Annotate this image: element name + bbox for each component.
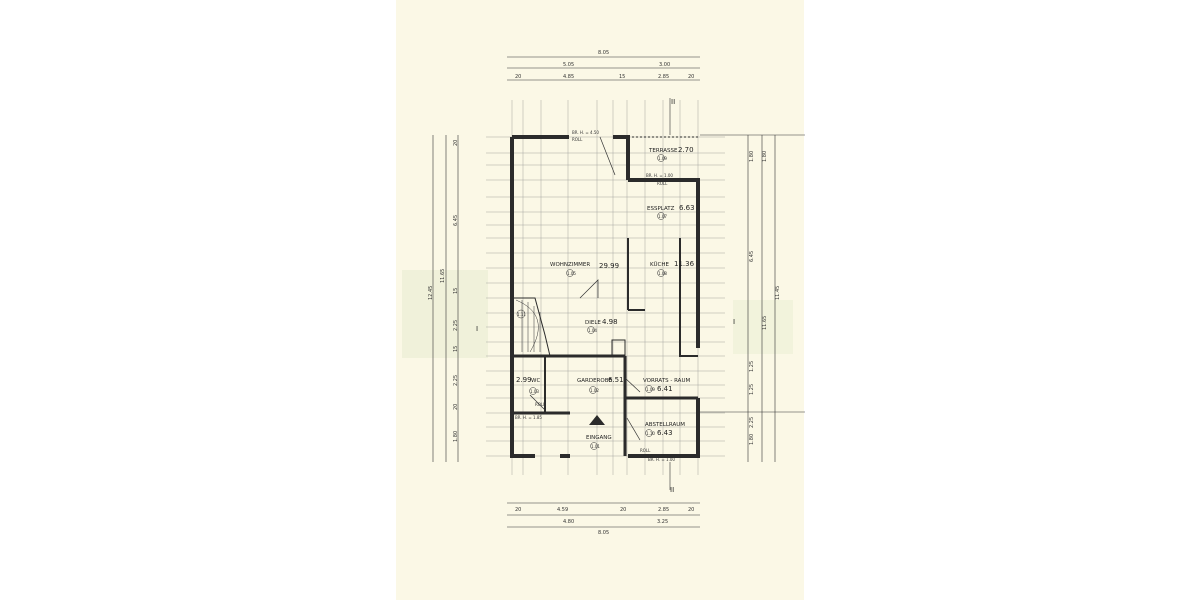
- dim-left-seg-f: 2.25: [453, 375, 459, 386]
- dim-top-r1-b: 3.00: [659, 62, 670, 68]
- room-wohnzimmer-label: WOHNZIMMER: [550, 262, 590, 268]
- dim-bottom-r1-b: 4.59: [557, 507, 568, 513]
- door-swings: [529, 136, 641, 441]
- dim-bottom-r2-a: 4.80: [563, 519, 574, 525]
- dim-bottom-r1-a: 20: [515, 507, 521, 513]
- roll-note-storage: ROLL: [640, 448, 651, 453]
- dim-right-seg-a: 1.80: [749, 151, 755, 162]
- room-terrasse-number-circle: [657, 154, 665, 162]
- room-wohnzimmer-number: 1.05: [567, 271, 576, 276]
- walls: [510, 135, 700, 458]
- room-wohnzimmer-number-circle: [566, 269, 574, 277]
- room-eingang-number-circle: [590, 442, 598, 450]
- dim-right-seg-b: 1.80: [762, 151, 768, 162]
- room-wohnzimmer-area: 29.99: [599, 262, 619, 270]
- room-essplatz-number-circle: [657, 212, 665, 220]
- dim-top-total: 8.05: [598, 50, 609, 56]
- dim-left-total: 11.65: [440, 269, 446, 283]
- room-abstellraum-label: ABSTELLRAUM: [645, 422, 685, 428]
- room-terrasse-area: 2.70: [678, 146, 694, 154]
- room-diele-number: 1.04: [588, 328, 597, 333]
- room-abstellraum-number: 1.10: [646, 431, 655, 436]
- room-vorrat-number: 1.09: [646, 387, 655, 392]
- dim-right-total: 11.45: [775, 286, 781, 300]
- room-vorrat-area: 6.41: [657, 385, 673, 393]
- room-kueche-label: KÜCHE: [650, 261, 669, 268]
- dim-left-seg-c: 15: [453, 288, 459, 294]
- window-note-wc: BR. H. = 1.85: [515, 415, 542, 420]
- entrance-arrow: [589, 415, 605, 425]
- section-mark-right: I: [733, 318, 735, 326]
- dim-top-r2-a: 20: [515, 74, 521, 80]
- roll-note-terrace: ROLL: [657, 181, 668, 186]
- room-essplatz-number: 1.07: [658, 214, 667, 219]
- dim-bottom-r1-e: 20: [688, 507, 694, 513]
- room-kueche-number-circle: [657, 269, 665, 277]
- room-diele-number-circle: [587, 326, 595, 334]
- dim-left-seg-b: 6.45: [453, 215, 459, 226]
- dim-right-seg-f: 1.80: [749, 434, 755, 445]
- room-wc-area: 2.99: [516, 376, 532, 384]
- dim-top-r1-a: 5.05: [563, 62, 574, 68]
- stair-number-circle: [516, 309, 526, 319]
- room-abstellraum-number-circle: [645, 429, 653, 437]
- dim-top-r2-c: 15: [619, 74, 625, 80]
- window-note-storage: BR. H. = 1.00: [648, 457, 675, 462]
- dim-left-seg-a: 20: [453, 140, 459, 146]
- room-eingang-number: 1.01: [591, 444, 600, 449]
- dim-left-seg-h: 1.80: [453, 431, 459, 442]
- room-diele-area: 4.98: [602, 318, 618, 326]
- room-kueche-number: 1.08: [658, 271, 667, 276]
- room-vorrat-label: VORRATS - RAUM: [643, 378, 690, 384]
- room-garderobe-number-circle: [589, 386, 597, 394]
- dim-top-r2-e: 20: [688, 74, 694, 80]
- room-kueche-area: 11.36: [674, 260, 695, 268]
- room-essplatz-label: ESSPLATZ: [647, 206, 675, 212]
- roll-note-wc: ROLL: [535, 402, 546, 407]
- room-garderobe-area: 6.51: [608, 376, 624, 384]
- room-wc-number-circle: [529, 387, 537, 395]
- window-note-top: BR. H. = 4.50: [572, 130, 599, 135]
- dim-right-seg-g: 2.25: [749, 417, 755, 428]
- room-abstellraum-area: 6.43: [657, 429, 673, 437]
- dim-right-seg-d: 1.25: [749, 361, 755, 372]
- dim-left-seg-g: 20: [453, 404, 459, 410]
- dim-left-seg-d: 2.25: [453, 320, 459, 331]
- dim-bottom-r2-b: 3.25: [657, 519, 668, 525]
- staircase: [515, 299, 541, 353]
- room-garderobe-label: GARDEROBE: [577, 378, 612, 384]
- room-terrasse-label: TERRASSE: [648, 148, 678, 154]
- watermark-logo-left: [402, 270, 488, 358]
- dim-left-outer: 12.45: [428, 286, 434, 300]
- dim-right-seg-c: 6.45: [749, 251, 755, 262]
- room-terrasse-number: 1.09: [658, 156, 667, 161]
- dim-bottom-r1-c: 20: [620, 507, 626, 513]
- dim-right-outer: 11.65: [762, 316, 768, 330]
- room-wc-label: WC: [531, 378, 540, 384]
- dim-right-seg-e: 1.25: [749, 384, 755, 395]
- room-essplatz-area: 6.63: [679, 204, 695, 212]
- room-vorrat-number-circle: [645, 385, 653, 393]
- roll-note-top: ROLL: [572, 137, 583, 142]
- room-eingang-label: EINGANG: [586, 435, 612, 441]
- room-wc-number: 1.03: [530, 389, 539, 394]
- window-note-terrace: BR. H. = 1.00: [646, 173, 673, 178]
- dim-left-seg-e: 15: [453, 346, 459, 352]
- dimension-lines: [432, 56, 805, 528]
- dim-bottom-r1-d: 2.85: [658, 507, 669, 513]
- watermark-logo-right: [733, 300, 793, 354]
- section-mark-left: I: [476, 325, 478, 333]
- stair-number: 1.11: [517, 312, 526, 317]
- room-garderobe-number: 1.02: [590, 388, 599, 393]
- room-diele-label: DIELE: [585, 320, 601, 326]
- section-mark-top: II: [671, 98, 675, 106]
- section-mark-bottom: II: [670, 486, 674, 494]
- dim-top-r2-d: 2.85: [658, 74, 669, 80]
- dim-top-r2-b: 4.85: [563, 74, 574, 80]
- dim-bottom-total: 8.05: [598, 530, 609, 536]
